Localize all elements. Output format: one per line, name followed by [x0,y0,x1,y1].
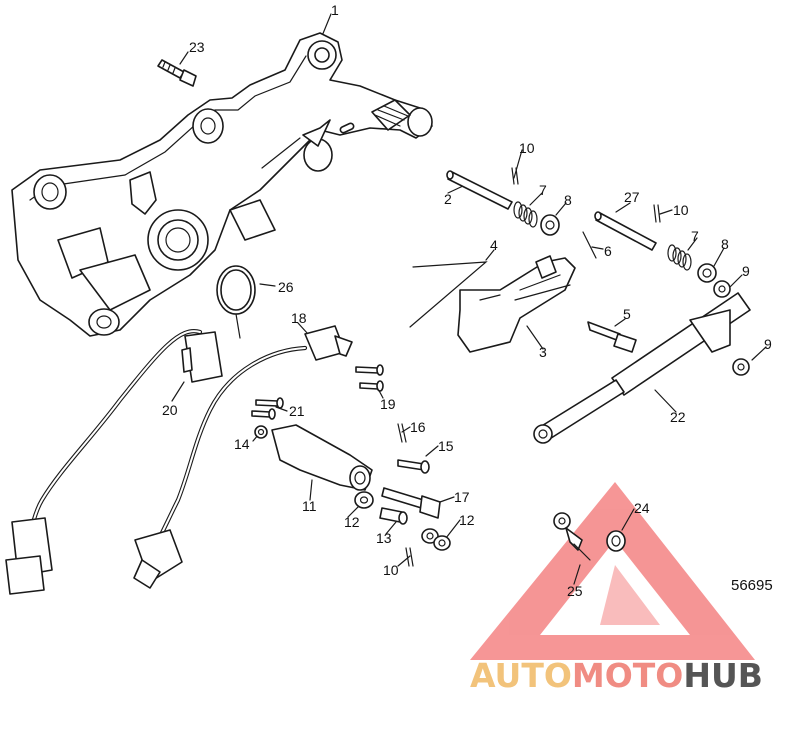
callout-label: 12 [459,512,475,528]
bracket-assembly [11,32,433,339]
callout-label: 9 [742,263,750,279]
watermark-hub: HUB [683,656,763,695]
callout-label: 16 [410,419,426,435]
watermark-text: AUTOMOTOHUB [470,656,763,695]
callout-label: 23 [189,39,205,55]
callout-label: 26 [278,279,294,295]
callout-label: 20 [162,402,178,418]
callout-label: 10 [673,202,689,218]
sensor-18-harness [133,325,353,589]
connector-20-harness [5,329,223,595]
linkage-lever-group [409,231,637,353]
pins-and-washers-lower [354,423,451,567]
callout-label: 18 [291,310,307,326]
bolt-23 [157,59,197,87]
callout-label: 19 [380,396,396,412]
actuator-11 [254,424,373,491]
screws-19-21 [251,364,384,420]
callout-label: 8 [564,192,572,208]
callout-label: 12 [344,514,360,530]
watermark-auto: AUTO [470,656,572,695]
watermark-triangle [470,482,755,660]
callout-label: 9 [764,336,772,352]
callout-label: 4 [490,237,498,253]
callout-label: 6 [604,243,612,259]
callout-label: 24 [634,500,650,516]
callout-label: 25 [567,583,583,599]
gas-strut [533,292,751,444]
callout-label: 2 [444,191,452,207]
callout-label: 5 [623,306,631,322]
callout-label: 21 [289,403,305,419]
callout-label: 17 [454,489,470,505]
shaft-pin-27-group [594,204,750,376]
callout-label: 22 [670,409,686,425]
shaft-pin-group [446,167,560,236]
callout-label: 3 [539,344,547,360]
callout-label: 15 [438,438,454,454]
callout-label: 14 [234,436,250,452]
callout-label: 10 [383,562,399,578]
callout-label: 7 [691,228,699,244]
callout-label: 1 [331,2,339,18]
diagram-reference-number: 56695 [731,577,773,594]
callout-label: 13 [376,530,392,546]
callout-label: 11 [302,498,317,514]
callout-label: 7 [539,182,547,198]
watermark-moto: MOTO [571,656,684,695]
callout-label: 8 [721,236,729,252]
ring-terminal-24-25 [553,512,626,561]
callout-label: 10 [519,140,535,156]
callout-label: 27 [624,189,640,205]
